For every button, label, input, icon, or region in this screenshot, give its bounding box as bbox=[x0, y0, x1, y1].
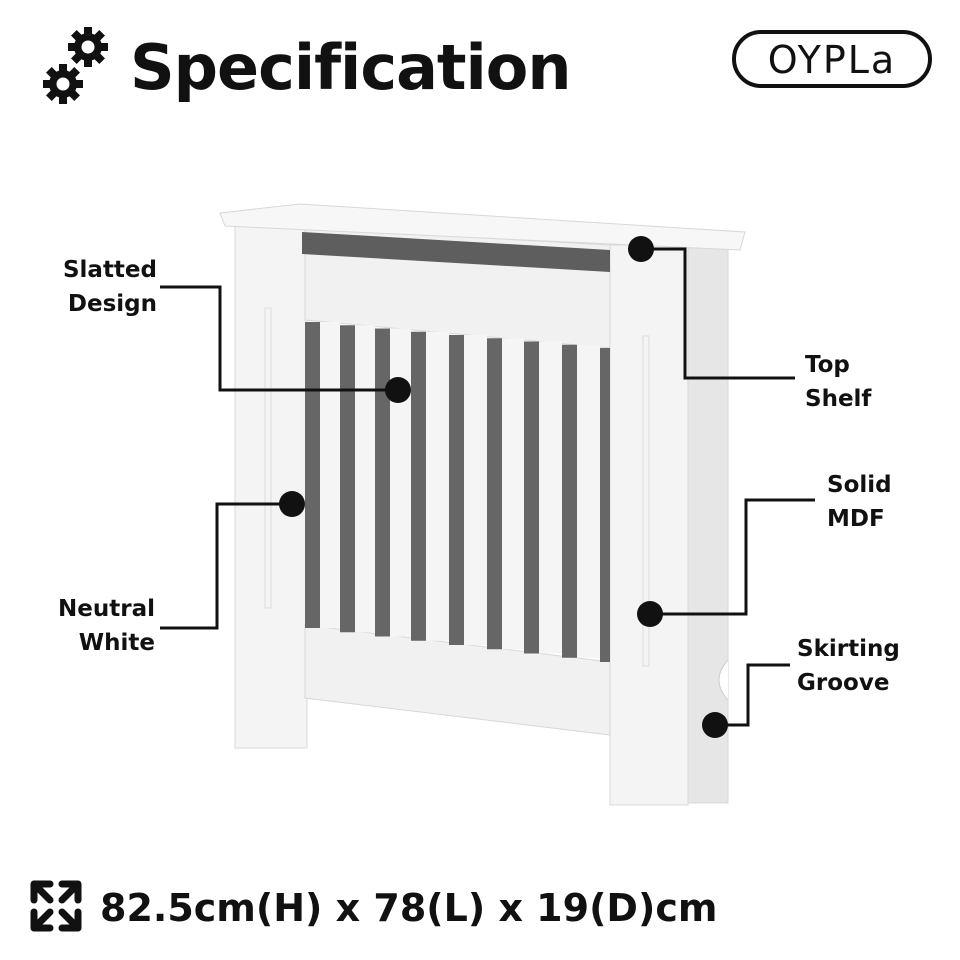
slat bbox=[426, 331, 449, 641]
label-line: MDF bbox=[827, 506, 885, 532]
slat bbox=[502, 338, 524, 650]
label-line: Shelf bbox=[805, 386, 872, 412]
slat-gap bbox=[340, 325, 355, 633]
callout-skirting bbox=[715, 663, 790, 727]
slats bbox=[305, 322, 610, 662]
callout-dot bbox=[637, 601, 663, 627]
label-line: Top bbox=[805, 352, 850, 378]
side-panel bbox=[685, 247, 729, 804]
label-line: White bbox=[78, 630, 155, 656]
label-top-shelf: Top Shelf bbox=[805, 348, 871, 416]
label-line: Design bbox=[67, 291, 157, 317]
slat-gap bbox=[411, 331, 426, 641]
slat bbox=[577, 344, 600, 658]
brand-logo: OYPLa bbox=[732, 30, 932, 88]
callout-dot bbox=[628, 236, 654, 262]
slat-gap bbox=[305, 322, 320, 628]
dimensions-text: 82.5cm(H) x 78(L) x 19(D)cm bbox=[100, 886, 718, 930]
top-slot bbox=[302, 232, 610, 272]
callout-dot bbox=[385, 377, 411, 403]
callout-dot bbox=[702, 712, 728, 738]
slat bbox=[390, 328, 411, 637]
callout-slatted bbox=[160, 285, 398, 392]
label-line: Groove bbox=[797, 670, 890, 696]
slat-gap bbox=[562, 344, 577, 658]
slat-gap bbox=[524, 341, 539, 654]
label-line: Solid bbox=[827, 472, 892, 498]
callout-top-shelf bbox=[641, 247, 795, 380]
label-line: Slatted bbox=[62, 257, 157, 283]
slat-gap bbox=[449, 335, 464, 645]
label-solid-mdf: Solid MDF bbox=[827, 468, 892, 536]
callout-dot bbox=[279, 491, 305, 517]
label-line: Skirting bbox=[797, 636, 900, 662]
label-slatted-design: Slatted Design bbox=[63, 253, 157, 321]
slat-gap bbox=[600, 348, 610, 662]
slat bbox=[464, 335, 487, 645]
slat-gap bbox=[487, 338, 502, 650]
page-title: Specification bbox=[130, 31, 572, 104]
gears-icon bbox=[43, 27, 108, 104]
slat-gap bbox=[375, 328, 390, 637]
slat bbox=[320, 322, 340, 628]
slat bbox=[355, 325, 375, 633]
label-line: Neutral bbox=[58, 596, 155, 622]
slat bbox=[539, 341, 562, 654]
bottom-rail bbox=[304, 624, 611, 736]
label-skirting-groove: Skirting Groove bbox=[797, 632, 900, 700]
top-shelf bbox=[219, 203, 746, 251]
callout-neutral bbox=[160, 502, 292, 630]
label-neutral-white: Neutral White bbox=[58, 592, 155, 660]
brand-logo-text: OYPLa bbox=[767, 38, 897, 82]
expand-arrows-icon bbox=[30, 880, 82, 932]
callout-solid-mdf bbox=[650, 498, 815, 616]
